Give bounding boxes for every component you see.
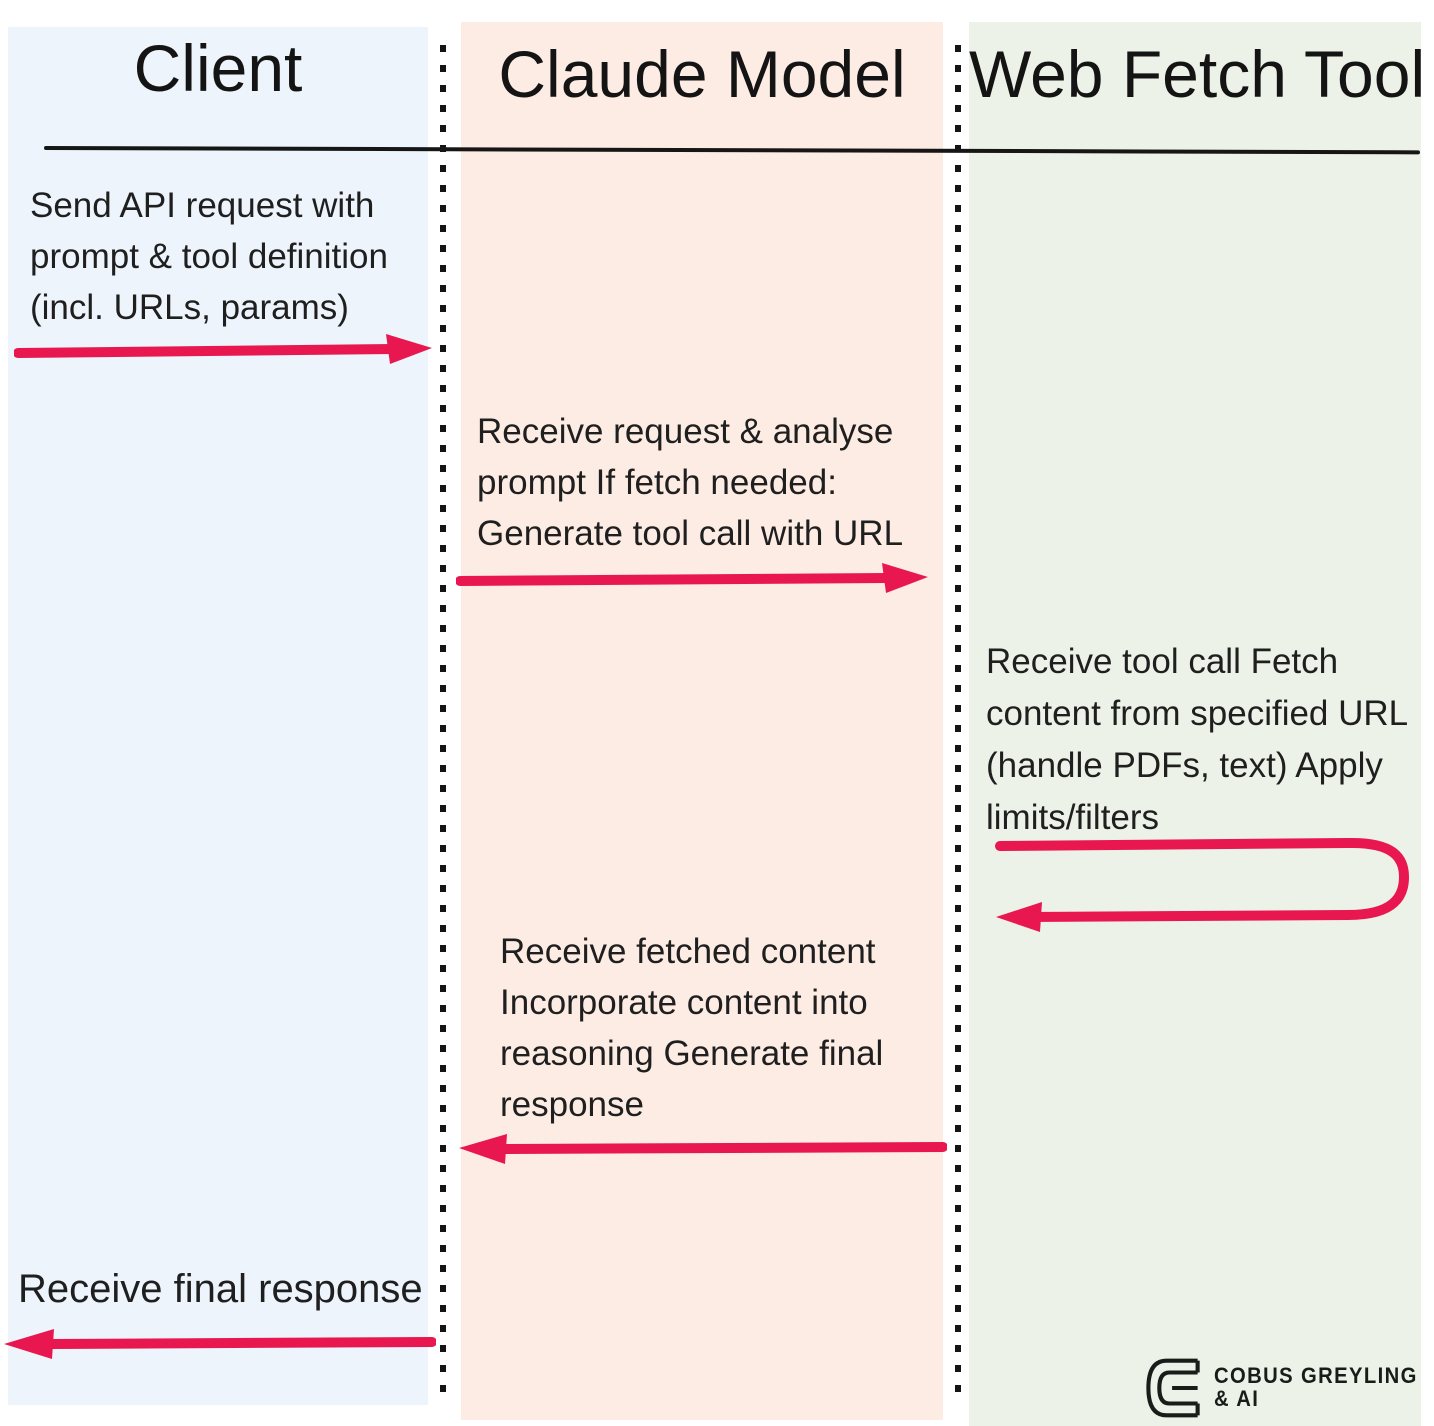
message-receive-request: Receive request & analyse prompt If fetc…	[477, 406, 903, 559]
lane-title-web-fetch-tool: Web Fetch Tool	[969, 37, 1426, 111]
message-line: Receive final response	[18, 1267, 423, 1311]
cg-monogram-icon	[1146, 1358, 1200, 1418]
lane-title-client: Client	[133, 31, 303, 105]
message-line: content from specified URL	[986, 694, 1409, 733]
message-line: Receive fetched content	[500, 932, 876, 971]
lifeline-claude-fetch	[955, 45, 961, 1400]
lifeline-client-claude	[440, 45, 446, 1400]
arrow-client-to-claude	[14, 333, 434, 369]
arrow-fetch-self-loop	[992, 832, 1414, 936]
message-line: (incl. URLs, params)	[30, 288, 349, 327]
arrow-claude-to-client	[455, 1131, 947, 1167]
message-line: prompt If fetch needed:	[477, 463, 837, 502]
message-line: prompt & tool definition	[30, 237, 388, 276]
message-receive-fetched-content: Receive fetched content Incorporate cont…	[500, 926, 883, 1130]
lane-title-claude-model: Claude Model	[498, 37, 906, 111]
logo-line1: COBUS GREYLING	[1214, 1363, 1418, 1389]
message-line: limits/filters	[986, 798, 1160, 837]
logo-text: COBUS GREYLING & AI	[1214, 1363, 1418, 1411]
message-send-api-request: Send API request with prompt & tool defi…	[30, 180, 388, 333]
cobus-greyling-logo: COBUS GREYLING & AI	[1142, 1352, 1428, 1424]
message-line: (handle PDFs, text) Apply	[986, 746, 1383, 785]
message-line: Receive tool call Fetch	[986, 642, 1339, 681]
message-line: reasoning Generate final	[500, 1034, 884, 1073]
message-line: Incorporate content into	[500, 983, 868, 1022]
lane-client	[8, 27, 428, 1405]
message-line: Receive request & analyse	[477, 412, 894, 451]
message-line: Send API request with	[30, 186, 375, 225]
message-line: response	[500, 1085, 644, 1124]
logo-line2: & AI	[1214, 1386, 1260, 1411]
lane-web-fetch-tool	[969, 22, 1421, 1426]
arrow-final-to-client	[0, 1325, 436, 1363]
arrow-claude-to-fetch	[456, 561, 934, 597]
message-receive-final-response: Receive final response	[18, 1262, 423, 1316]
message-receive-tool-call: Receive tool call Fetch content from spe…	[986, 636, 1408, 844]
lane-claude-model	[461, 22, 943, 1420]
message-line: Generate tool call with URL	[477, 514, 904, 553]
